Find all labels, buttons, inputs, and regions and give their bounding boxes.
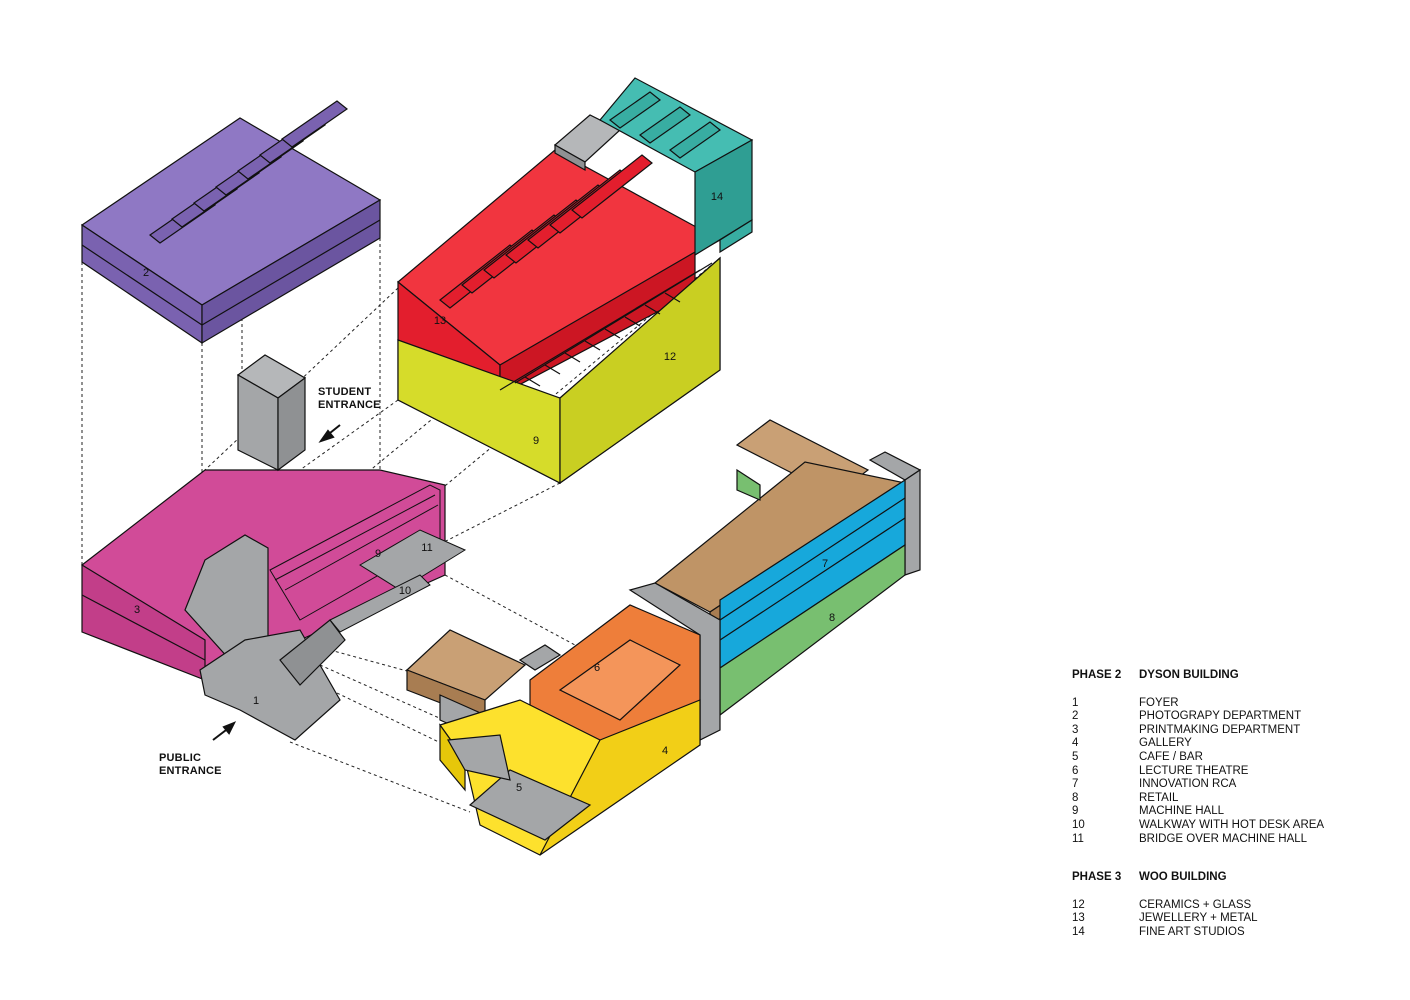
legend-row: 8 RETAIL (1072, 792, 1402, 806)
legend-label: CERAMICS + GLASS (1139, 898, 1252, 911)
legend-num: 13 (1072, 912, 1085, 925)
legend-row: 11 BRIDGE OVER MACHINE HALL (1072, 833, 1402, 847)
legend-phase3-building: WOO BUILDING (1139, 871, 1227, 884)
grey-circulation-core (184, 534, 346, 741)
red-skylights (439, 154, 653, 309)
entrance-arrows (212, 424, 341, 741)
number-11: 11 (421, 542, 432, 554)
legend-label: WALKWAY WITH HOT DESK AREA (1139, 818, 1325, 831)
projection-lines (81, 202, 721, 813)
legend-num: 8 (1072, 791, 1079, 804)
teal-block-fine-art (599, 77, 754, 257)
legend-num: 2 (1072, 710, 1079, 723)
legend-phase2-building: DYSON BUILDING (1139, 669, 1239, 681)
yellow-green-block-ceramics (397, 256, 721, 485)
legend-num: 10 (1072, 818, 1085, 831)
teal-skylights (608, 91, 722, 159)
legend-row: 6 LECTURE THEATRE (1072, 765, 1402, 779)
legend-label: MACHINE HALL (1139, 805, 1224, 818)
number-2: 2 (143, 267, 149, 279)
purple-skylights (148, 100, 349, 244)
legend-label: LECTURE THEATRE (1139, 764, 1249, 777)
number-13: 13 (434, 315, 446, 327)
legend-phase2-label: PHASE 2 (1072, 669, 1122, 681)
legend-phase2-header: PHASE 2 DYSON BUILDING (1072, 669, 1402, 683)
number-7: 7 (822, 558, 828, 570)
legend-row: 12 CERAMICS + GLASS (1072, 899, 1402, 913)
legend-label: INNOVATION RCA (1139, 778, 1237, 791)
legend-row: 1 FOYER (1072, 697, 1402, 711)
number-5: 5 (516, 782, 522, 794)
legend-row: 14 FINE ART STUDIOS (1072, 926, 1402, 940)
legend-row: 3 PRINTMAKING DEPARTMENT (1072, 724, 1402, 738)
legend-row: 7 INNOVATION RCA (1072, 778, 1402, 792)
legend-row: 10 WALKWAY WITH HOT DESK AREA (1072, 819, 1402, 833)
legend-phase3-header: PHASE 3 WOO BUILDING (1072, 871, 1402, 885)
number-4: 4 (662, 745, 668, 757)
number-6: 6 (594, 662, 600, 674)
legend-label: PRINTMAKING DEPARTMENT (1139, 723, 1301, 736)
grey-cafe-floor (447, 734, 592, 841)
legend-num: 4 (1072, 737, 1079, 750)
grey-core-tower (236, 354, 307, 472)
legend-num: 6 (1072, 764, 1079, 777)
legend-row: 9 MACHINE HALL (1072, 805, 1402, 819)
legend-num: 7 (1072, 778, 1079, 791)
legend-label: FOYER (1139, 696, 1179, 709)
number-3: 3 (134, 604, 140, 616)
legend-phase3-label: PHASE 3 (1072, 871, 1122, 884)
legend-row: 2 PHOTOGRAPY DEPARTMENT (1072, 710, 1402, 724)
legend-num: 3 (1072, 723, 1079, 736)
volume-numbers: 1 2 3 4 5 6 7 8 9 9 10 11 12 13 14 (134, 191, 835, 794)
legend-label: FINE ART STUDIOS (1139, 925, 1245, 938)
public-entrance-label: PUBLIC ENTRANCE (159, 752, 222, 777)
machine-hall-stair (269, 484, 441, 621)
legend-label: BRIDGE OVER MACHINE HALL (1139, 832, 1308, 845)
number-9-lower: 9 (375, 548, 381, 560)
purple-block-photography (80, 100, 382, 345)
legend-label: GALLERY (1139, 737, 1192, 750)
student-entrance-label: STUDENT ENTRANCE (318, 386, 381, 411)
legend: PHASE 2 DYSON BUILDING 1 FOYER 2 PHOTOGRAP… (1072, 669, 1402, 940)
legend-num: 9 (1072, 805, 1079, 818)
legend-row: 5 CAFE / BAR (1072, 751, 1402, 765)
legend-label: CAFE / BAR (1139, 750, 1203, 763)
legend-row: 13 JEWELLERY + METAL (1072, 912, 1402, 926)
legend-label: RETAIL (1139, 791, 1179, 804)
number-14: 14 (711, 191, 723, 203)
legend-label: PHOTOGRAPY DEPARTMENT (1139, 710, 1302, 723)
legend-num: 11 (1072, 832, 1084, 845)
number-12: 12 (664, 351, 676, 363)
legend-num: 12 (1072, 898, 1085, 911)
legend-row: 4 GALLERY (1072, 737, 1402, 751)
number-9-upper: 9 (533, 435, 539, 447)
number-10: 10 (399, 585, 411, 597)
legend-num: 14 (1072, 925, 1085, 938)
legend-num: 5 (1072, 750, 1079, 763)
legend-label: JEWELLERY + METAL (1139, 912, 1258, 925)
ceramics-stair (499, 262, 713, 391)
red-block-jewellery (397, 149, 722, 397)
number-8: 8 (829, 612, 835, 624)
number-1: 1 (253, 695, 259, 707)
legend-num: 1 (1072, 696, 1079, 709)
